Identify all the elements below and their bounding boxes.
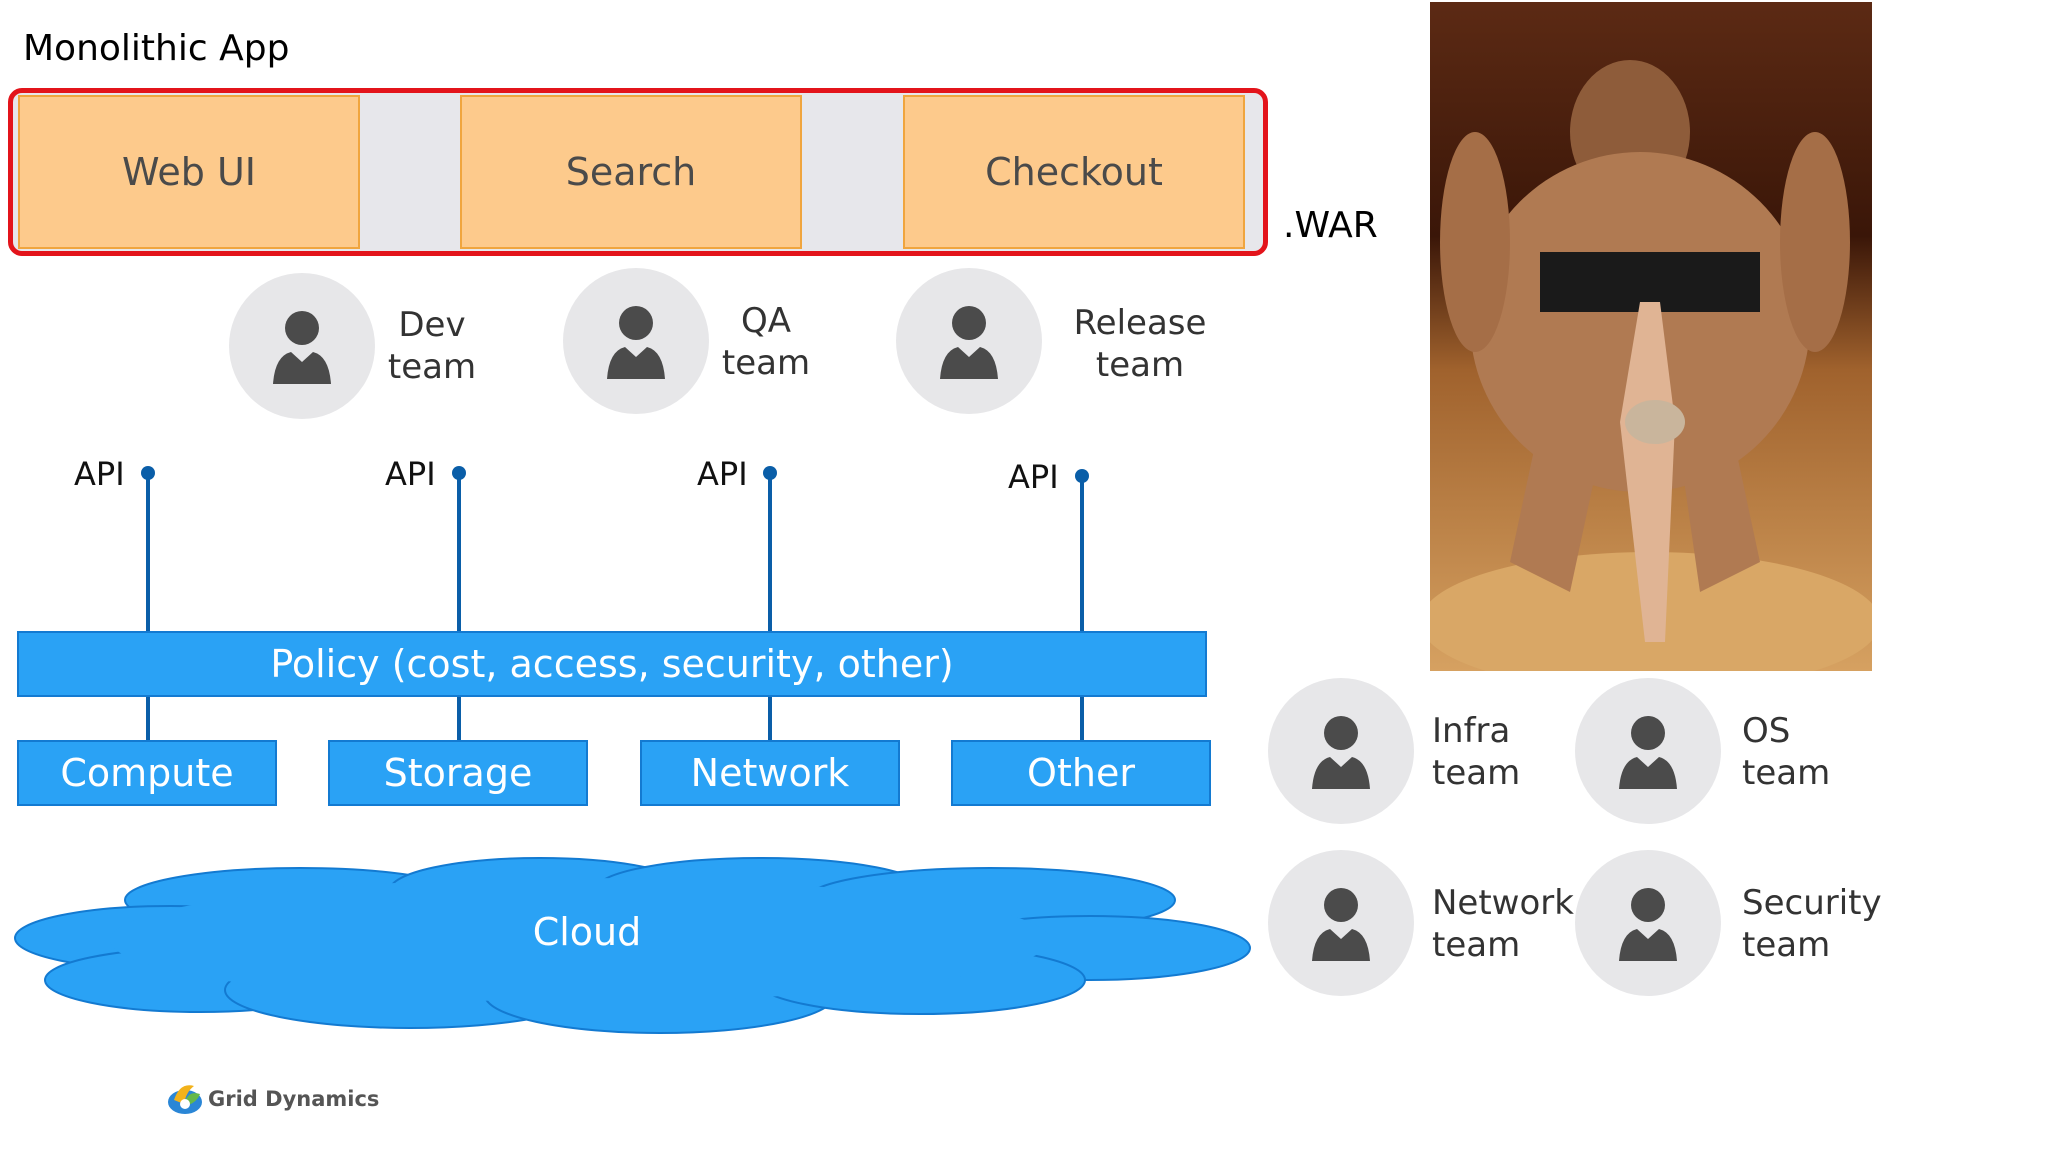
release-team-label: Release team [1065, 302, 1215, 386]
grid-dynamics-logo-text: Grid Dynamics [208, 1087, 380, 1111]
qa-team-avatar [563, 268, 709, 414]
qa-team-label: QA team [696, 300, 836, 384]
infra-team-avatar [1268, 678, 1414, 824]
dev-team-avatar [229, 273, 375, 419]
infra-team-line1: Infra [1432, 711, 1511, 751]
policy-bar: Policy (cost, access, security, other) [17, 631, 1207, 697]
api-endpoint-icon [1075, 469, 1089, 483]
war-label: .WAR [1283, 205, 1378, 246]
security-team-line2: team [1742, 925, 1831, 965]
resource-other: Other [951, 740, 1211, 806]
release-team-avatar [896, 268, 1042, 414]
person-icon [1619, 716, 1677, 789]
resource-network: Network [640, 740, 900, 806]
os-team-line2: team [1742, 753, 1831, 793]
infra-team-label: Infra team [1432, 710, 1572, 794]
api-endpoint-icon [141, 466, 155, 480]
release-team-line1: Release [1073, 303, 1207, 343]
api-endpoint-icon [763, 466, 777, 480]
api-label-3: API [697, 455, 748, 493]
person-icon [1312, 716, 1370, 789]
api-label-4: API [1008, 458, 1059, 496]
resource-compute: Compute [17, 740, 277, 806]
qa-team-line1: QA [740, 301, 792, 341]
api-endpoint-icon [452, 466, 466, 480]
network-team-line1: Network [1432, 883, 1574, 923]
sumo-photo [1430, 2, 1872, 671]
network-team-line2: team [1432, 925, 1521, 965]
resource-storage: Storage [328, 740, 588, 806]
person-icon [1619, 888, 1677, 961]
dev-team-label: Dev team [362, 304, 502, 388]
grid-dynamics-logo-icon [168, 1085, 202, 1114]
dev-team-line2: team [387, 347, 477, 387]
network-team-avatar [1268, 850, 1414, 996]
security-team-line1: Security [1742, 883, 1882, 923]
os-team-label: OS team [1742, 710, 1882, 794]
module-checkout: Checkout [903, 95, 1245, 249]
qa-team-line2: team [721, 343, 811, 383]
sumo-illustration [1430, 60, 1872, 671]
security-team-avatar [1575, 850, 1721, 996]
person-icon [940, 306, 998, 379]
api-label-2: API [385, 455, 436, 493]
person-icon [607, 306, 665, 379]
cloud-label: Cloud [532, 910, 642, 954]
os-team-line1: OS [1742, 711, 1791, 751]
module-search: Search [460, 95, 802, 249]
network-team-label: Network team [1432, 882, 1592, 966]
cloud-shape [14, 857, 1251, 1034]
module-web-ui: Web UI [18, 95, 360, 249]
infra-team-line2: team [1432, 753, 1521, 793]
person-icon [273, 311, 331, 384]
os-team-avatar [1575, 678, 1721, 824]
security-team-label: Security team [1742, 882, 1912, 966]
dev-team-line1: Dev [398, 305, 466, 345]
page-title: Monolithic App [23, 28, 290, 69]
release-team-line2: team [1095, 345, 1185, 385]
api-label-1: API [74, 455, 125, 493]
person-icon [1312, 888, 1370, 961]
